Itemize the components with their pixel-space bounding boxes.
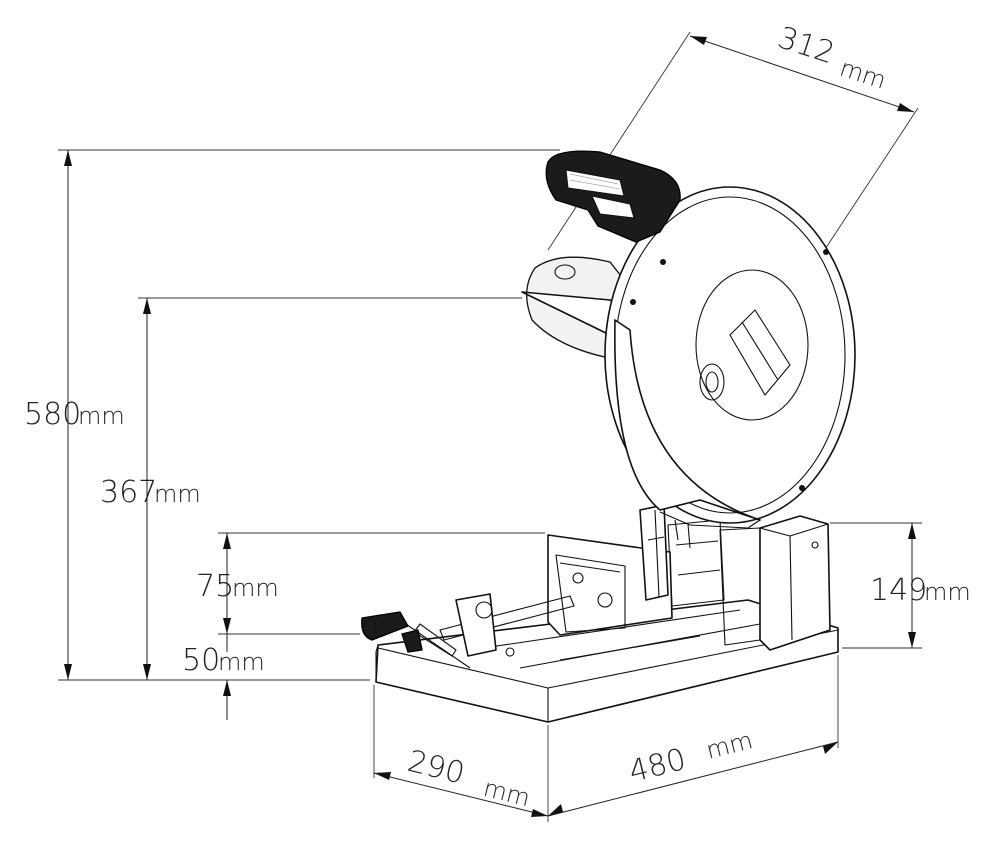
blade-lower (659, 511, 761, 549)
blade-guard (604, 186, 856, 524)
svg-text:mm: mm (78, 402, 125, 430)
svg-text:312: 312 (774, 20, 839, 71)
dim-149: 149 mm (870, 573, 971, 608)
vise-jaw (547, 534, 673, 636)
svg-text:580: 580 (24, 397, 81, 432)
svg-text:50: 50 (182, 643, 220, 678)
dim-50: 50 mm (182, 643, 265, 678)
dim-75: 75 mm (196, 569, 279, 604)
dim-290: 290 mm (404, 744, 533, 813)
svg-text:mm: mm (924, 578, 971, 606)
vise-handle-knob (361, 611, 423, 653)
machine (361, 150, 856, 723)
svg-text:290: 290 (404, 744, 468, 792)
vise-screw (399, 593, 575, 669)
base-plate (375, 599, 839, 723)
svg-text:75: 75 (196, 569, 234, 604)
svg-text:149: 149 (870, 573, 927, 608)
svg-text:mm: mm (154, 480, 201, 508)
svg-text:mm: mm (703, 726, 755, 764)
svg-text:mm: mm (218, 648, 265, 676)
svg-text:mm: mm (481, 774, 533, 812)
blade-flange (695, 269, 809, 421)
dim-580: 580 mm (24, 397, 125, 432)
dimension-lines (64, 35, 916, 817)
svg-text:367: 367 (100, 475, 157, 510)
dim-312: 312 mm (774, 20, 890, 94)
dim-480: 480 mm (625, 726, 755, 790)
handle (545, 150, 681, 243)
svg-text:mm: mm (232, 574, 279, 602)
dim-367: 367 mm (100, 475, 201, 510)
pivot-arm (639, 504, 669, 601)
